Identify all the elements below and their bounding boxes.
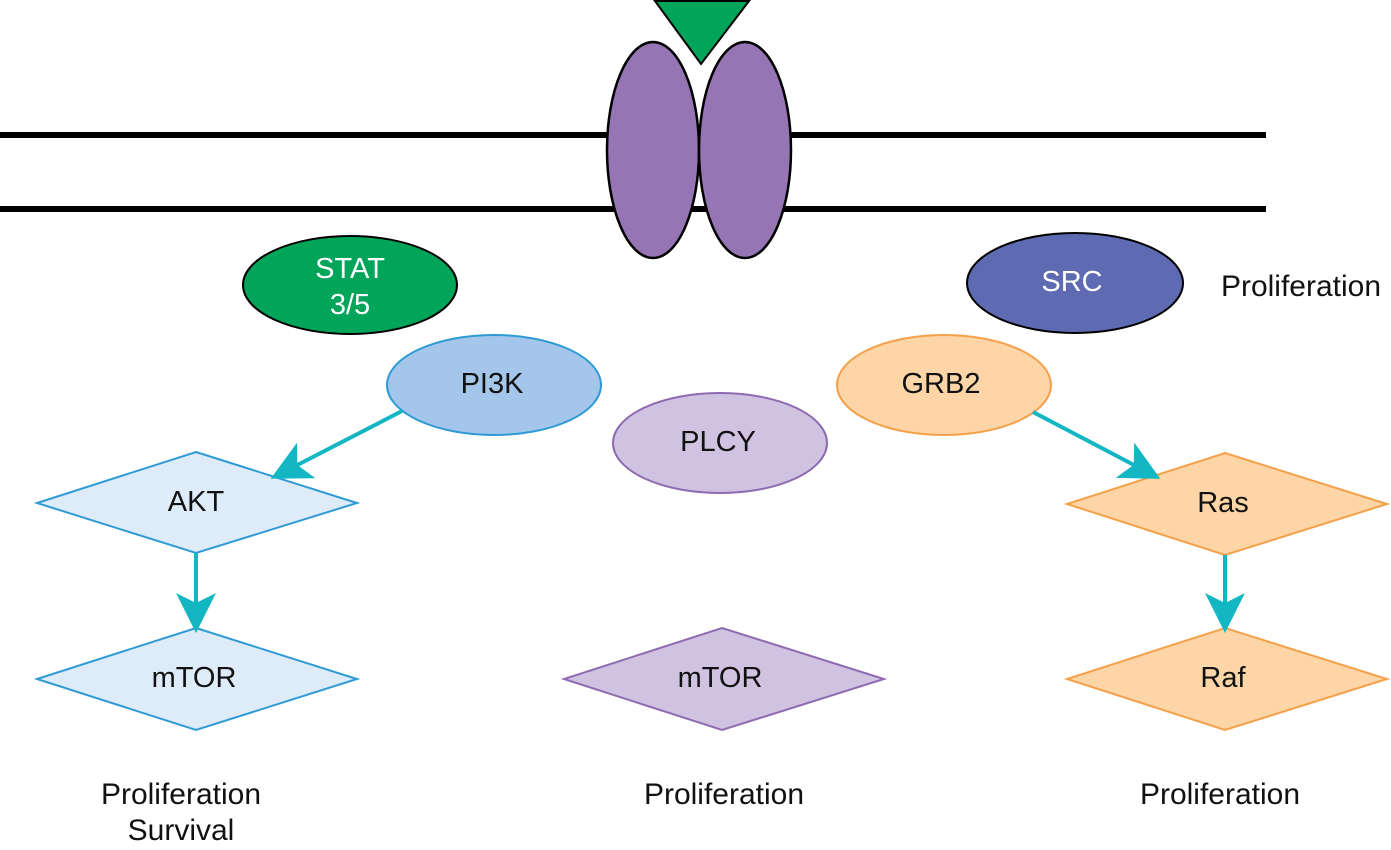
node-src: SRC xyxy=(966,232,1184,334)
ras-label: Ras xyxy=(1197,487,1249,519)
node-stat: STAT 3/5 xyxy=(242,235,458,335)
plcy-label: PLCY xyxy=(680,426,756,458)
mtor-left-label: mTOR xyxy=(152,662,237,694)
left-outcome-line1: Proliferation xyxy=(101,778,261,811)
receptor xyxy=(605,0,793,260)
src-outcome-label: Proliferation xyxy=(1221,270,1381,303)
stat-label-line1: STAT xyxy=(315,253,385,285)
receptor-subunit-left xyxy=(605,40,701,260)
raf-label: Raf xyxy=(1200,662,1246,694)
node-raf: Raf xyxy=(1063,626,1391,732)
node-plcy: PLCY xyxy=(612,392,828,494)
node-ras: Ras xyxy=(1063,451,1391,557)
node-mtor-left: mTOR xyxy=(33,626,361,732)
node-pi3k: PI3K xyxy=(386,334,602,436)
left-outcome-line2: Survival xyxy=(128,814,235,847)
src-label: SRC xyxy=(1041,266,1102,298)
node-grb2: GRB2 xyxy=(836,334,1052,436)
right-outcome-label: Proliferation xyxy=(1140,778,1300,811)
grb2-label: GRB2 xyxy=(902,368,981,400)
center-outcome-label: Proliferation xyxy=(644,778,804,811)
akt-label: AKT xyxy=(168,486,225,518)
stat-label-line2: 3/5 xyxy=(330,289,370,321)
pi3k-label: PI3K xyxy=(461,368,525,400)
receptor-subunit-right xyxy=(697,40,793,260)
mtor-center-label: mTOR xyxy=(678,662,763,694)
arrow-grb2-to-ras xyxy=(1032,410,1161,479)
node-mtor-center: mTOR xyxy=(560,626,888,732)
arrow-pi3k-to-akt xyxy=(270,409,403,479)
node-akt: AKT xyxy=(33,450,361,555)
ligand-triangle xyxy=(653,0,752,66)
